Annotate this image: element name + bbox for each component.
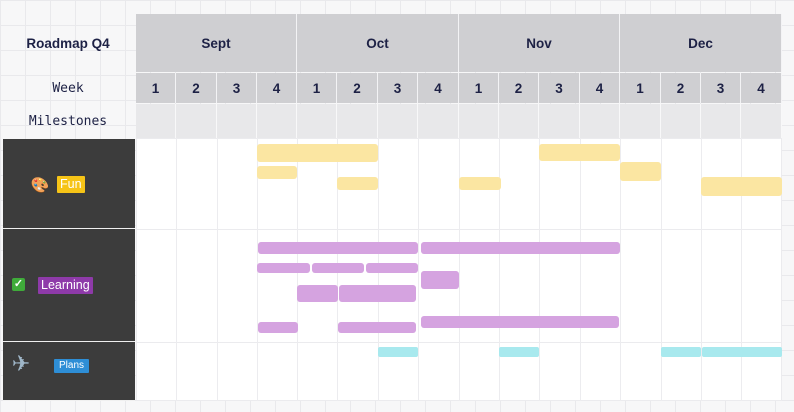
roadmap-bar-learning[interactable] bbox=[338, 322, 416, 333]
week-header-cell: 2 bbox=[337, 73, 378, 103]
milestone-cell[interactable] bbox=[741, 104, 782, 138]
week-header-cell: 4 bbox=[418, 73, 459, 103]
row-header-fun[interactable]: 🎨 Fun bbox=[3, 139, 135, 229]
month-header-dec: Dec bbox=[620, 14, 782, 72]
week-header-cell: 4 bbox=[741, 73, 782, 103]
roadmap-bar-learning[interactable] bbox=[421, 242, 620, 254]
roadmap-bar-plans[interactable] bbox=[499, 347, 539, 357]
week-divider bbox=[217, 138, 218, 401]
roadmap-bar-plans[interactable] bbox=[378, 347, 418, 357]
row-tag-fun: Fun bbox=[57, 176, 85, 193]
milestone-cell[interactable] bbox=[661, 104, 701, 138]
month-header-nov: Nov bbox=[459, 14, 620, 72]
roadmap-bar-fun[interactable] bbox=[257, 166, 297, 179]
roadmap-bar-learning[interactable] bbox=[297, 285, 338, 302]
milestone-cell[interactable] bbox=[217, 104, 257, 138]
week-divider bbox=[418, 138, 419, 401]
roadmap-bar-plans[interactable] bbox=[702, 347, 782, 357]
row-tag-learning: Learning bbox=[38, 277, 93, 294]
roadmap-title: Roadmap Q4 bbox=[26, 35, 110, 51]
airplane-icon: ✈ bbox=[11, 351, 31, 376]
row-header-plans[interactable]: ✈ Plans bbox=[3, 342, 135, 401]
milestone-cell[interactable] bbox=[337, 104, 378, 138]
week-header-cell: 3 bbox=[217, 73, 257, 103]
milestones-row-label: Milestones bbox=[28, 113, 108, 129]
week-header-cell: 4 bbox=[580, 73, 620, 103]
roadmap-bar-fun[interactable] bbox=[539, 144, 620, 161]
week-header-cell: 2 bbox=[176, 73, 217, 103]
roadmap-bar-learning[interactable] bbox=[312, 263, 364, 273]
month-header-oct: Oct bbox=[297, 14, 459, 72]
week-divider bbox=[499, 138, 500, 401]
week-divider bbox=[176, 138, 177, 401]
roadmap-bar-fun[interactable] bbox=[620, 162, 661, 181]
roadmap-bar-learning[interactable] bbox=[421, 271, 459, 289]
roadmap-bar-learning[interactable] bbox=[258, 242, 418, 254]
week-header-cell: 3 bbox=[539, 73, 580, 103]
roadmap-bar-plans[interactable] bbox=[661, 347, 701, 357]
roadmap-bar-learning[interactable] bbox=[366, 263, 418, 273]
milestone-cell[interactable] bbox=[297, 104, 337, 138]
week-header-cell: 3 bbox=[378, 73, 418, 103]
roadmap-bar-learning[interactable] bbox=[258, 322, 298, 333]
milestone-cell[interactable] bbox=[459, 104, 499, 138]
roadmap-bar-learning[interactable] bbox=[257, 263, 310, 273]
milestone-cell[interactable] bbox=[257, 104, 297, 138]
roadmap-bar-fun[interactable] bbox=[459, 177, 501, 190]
week-header-cell: 4 bbox=[257, 73, 297, 103]
week-divider bbox=[661, 138, 662, 401]
week-header-cell: 2 bbox=[661, 73, 701, 103]
week-header-cell: 1 bbox=[620, 73, 661, 103]
week-header-cell: 3 bbox=[701, 73, 741, 103]
roadmap-bar-learning[interactable] bbox=[421, 316, 619, 328]
week-divider bbox=[539, 138, 540, 401]
week-divider bbox=[620, 138, 621, 401]
milestone-cell[interactable] bbox=[418, 104, 459, 138]
roadmap-bar-fun[interactable] bbox=[337, 177, 378, 190]
row-header-learning[interactable]: ✓ Learning bbox=[3, 229, 135, 342]
milestone-cell[interactable] bbox=[539, 104, 580, 138]
palette-icon: 🎨 bbox=[30, 176, 50, 194]
milestone-cell[interactable] bbox=[378, 104, 418, 138]
milestone-cell[interactable] bbox=[701, 104, 741, 138]
roadmap-bar-fun[interactable] bbox=[257, 144, 378, 162]
row-tag-plans: Plans bbox=[54, 359, 90, 373]
milestone-cell[interactable] bbox=[620, 104, 661, 138]
week-divider bbox=[580, 138, 581, 401]
milestone-cell[interactable] bbox=[499, 104, 539, 138]
milestone-cell[interactable] bbox=[136, 104, 176, 138]
week-header-cell: 1 bbox=[297, 73, 337, 103]
milestone-cell[interactable] bbox=[580, 104, 620, 138]
week-divider bbox=[741, 138, 742, 401]
checkmark-icon: ✓ bbox=[12, 278, 25, 291]
week-row-label: Week bbox=[52, 80, 84, 96]
month-header-sept: Sept bbox=[136, 14, 297, 72]
roadmap-bar-learning[interactable] bbox=[339, 285, 416, 302]
week-header-cell: 2 bbox=[499, 73, 539, 103]
week-header-cell: 1 bbox=[136, 73, 176, 103]
roadmap-bar-fun[interactable] bbox=[701, 177, 782, 196]
milestone-cell[interactable] bbox=[176, 104, 217, 138]
week-divider bbox=[701, 138, 702, 401]
week-divider bbox=[459, 138, 460, 401]
week-header-cell: 1 bbox=[459, 73, 499, 103]
